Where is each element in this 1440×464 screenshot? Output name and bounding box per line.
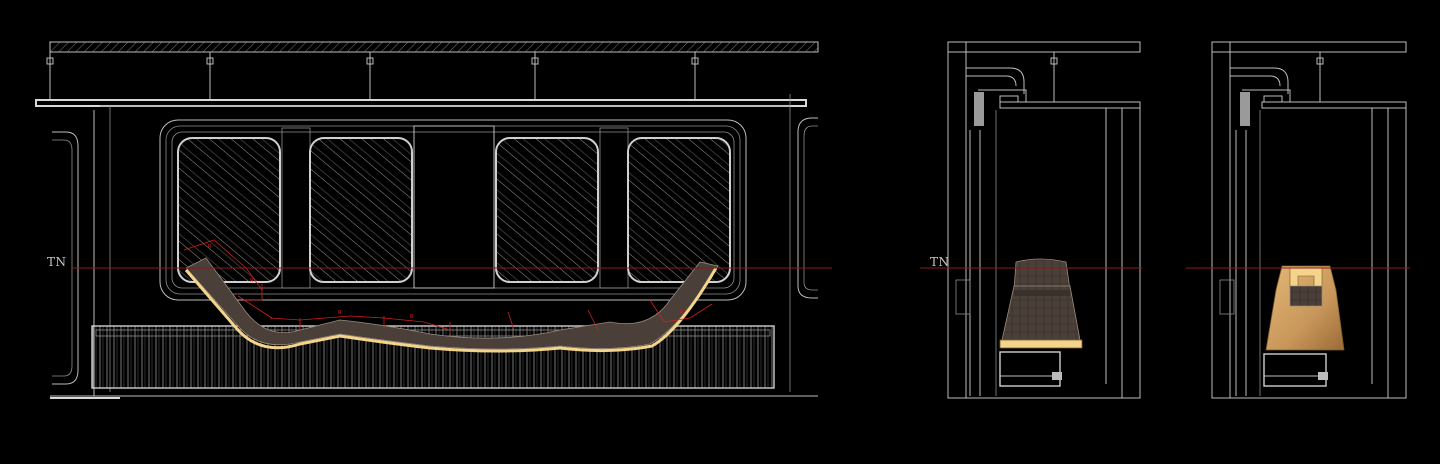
side-section-b bbox=[1211, 41, 1407, 399]
left-wall-panel bbox=[52, 131, 79, 385]
center-panel bbox=[413, 125, 495, 289]
chair-frame-b bbox=[1263, 353, 1327, 387]
section-b-ceiling-board bbox=[1261, 101, 1407, 109]
window-4 bbox=[627, 137, 731, 283]
center-panel-left bbox=[281, 127, 311, 289]
right-wall-panel bbox=[797, 117, 818, 299]
level-label-side-a: TN bbox=[930, 255, 950, 269]
chair-led-base bbox=[999, 339, 1083, 349]
suspended-ceiling bbox=[35, 99, 807, 107]
window-1 bbox=[177, 137, 281, 283]
section-a-right-wall bbox=[1121, 107, 1141, 399]
center-panel-right bbox=[599, 127, 629, 289]
window-frame-outer bbox=[159, 119, 747, 301]
chair-backrest bbox=[1013, 258, 1071, 291]
svg-text:R: R bbox=[680, 310, 684, 316]
lounge-chair-side-a bbox=[999, 258, 1083, 387]
dimension-text: R R R R R bbox=[208, 244, 684, 320]
window-3 bbox=[495, 137, 599, 283]
window-2 bbox=[309, 137, 413, 283]
section-b-right-wall bbox=[1387, 107, 1407, 399]
section-a-ceiling bbox=[947, 41, 1141, 53]
svg-text:R: R bbox=[410, 314, 414, 320]
section-a-ceiling-board bbox=[999, 101, 1141, 109]
ceiling-hangers bbox=[46, 52, 699, 100]
section-b-ceiling bbox=[1211, 41, 1407, 53]
front-elevation: R R R R R bbox=[35, 41, 819, 399]
level-label-front: TN bbox=[47, 255, 67, 269]
svg-text:R: R bbox=[250, 278, 254, 284]
svg-text:R: R bbox=[338, 310, 342, 316]
windows bbox=[177, 137, 731, 283]
chair-frame bbox=[999, 351, 1061, 387]
ceiling-slab bbox=[49, 41, 819, 53]
lounge-chair-side-b bbox=[1263, 265, 1345, 387]
svg-text:R: R bbox=[208, 244, 212, 250]
chaise-led-strip bbox=[184, 267, 718, 353]
side-section-a bbox=[947, 41, 1141, 399]
chair-cushion bbox=[1289, 285, 1323, 307]
chair-wood-shell bbox=[1265, 265, 1345, 351]
dimension-annotations bbox=[183, 239, 713, 334]
